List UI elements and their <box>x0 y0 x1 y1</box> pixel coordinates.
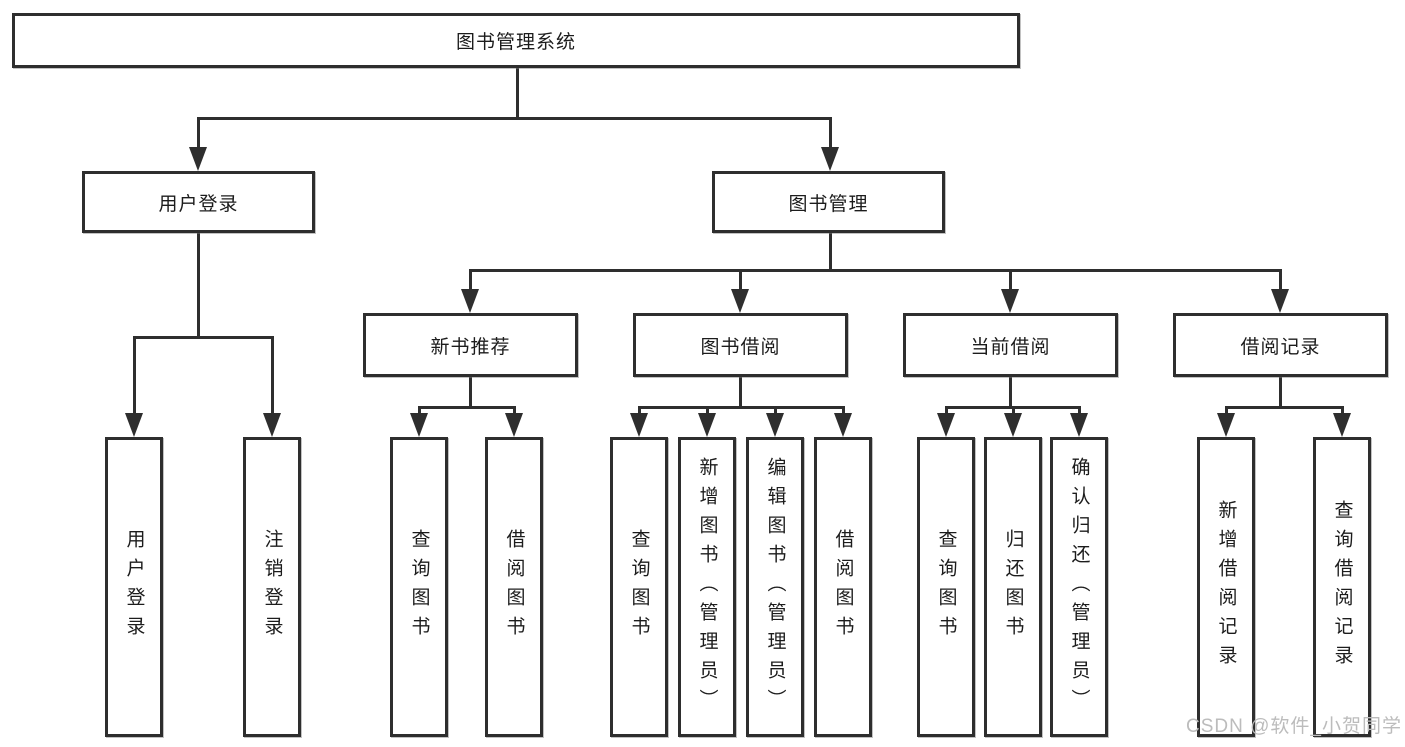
connector-line <box>1009 375 1012 409</box>
connector-line <box>133 336 274 339</box>
connector-line <box>638 406 845 409</box>
connector-line <box>418 406 516 409</box>
connector-line <box>739 375 742 409</box>
leaf-borrowing-borrow-books: 借阅图书 <box>814 437 872 737</box>
connector-line <box>1225 406 1228 418</box>
connector-line <box>1225 406 1344 409</box>
arrow-down-icon <box>1333 413 1351 437</box>
leaf-records-query-record: 查询借阅记录 <box>1313 437 1371 737</box>
node-book-management: 图书管理 <box>712 171 945 233</box>
connector-line <box>469 269 472 293</box>
node-new-book-recommend: 新书推荐 <box>363 313 578 377</box>
connector-line <box>774 406 777 418</box>
leaf-user-login: 用户登录 <box>105 437 163 737</box>
connector-line <box>842 406 845 418</box>
arrow-down-icon <box>125 413 143 437</box>
arrow-down-icon <box>410 413 428 437</box>
arrow-down-icon <box>937 413 955 437</box>
connector-line <box>133 336 136 416</box>
connector-line <box>469 375 472 409</box>
arrow-down-icon <box>630 413 648 437</box>
connector-line <box>829 231 832 272</box>
connector-line <box>829 117 832 153</box>
leaf-newbooks-borrow-books: 借阅图书 <box>485 437 543 737</box>
leaf-current-query-books: 查询图书 <box>917 437 975 737</box>
connector-line <box>706 406 709 418</box>
arrow-down-icon <box>1001 289 1019 313</box>
node-current-borrowing: 当前借阅 <box>903 313 1118 377</box>
connector-line <box>1009 269 1012 293</box>
leaf-borrowing-edit-books-admin: 编辑图书（管理员） <box>746 437 804 737</box>
node-root: 图书管理系统 <box>12 13 1020 68</box>
connector-line <box>197 231 200 339</box>
connector-line <box>1012 406 1015 418</box>
connector-line <box>945 406 948 418</box>
arrow-down-icon <box>263 413 281 437</box>
connector-line <box>197 117 200 153</box>
arrow-down-icon <box>1004 413 1022 437</box>
arrow-down-icon <box>698 413 716 437</box>
connector-line <box>469 269 1282 272</box>
watermark: CSDN @软件_小贺同学 <box>1186 716 1402 737</box>
arrow-down-icon <box>1217 413 1235 437</box>
arrow-down-icon <box>766 413 784 437</box>
connector-line <box>418 406 421 418</box>
node-user-login: 用户登录 <box>82 171 315 233</box>
leaf-borrowing-query-books: 查询图书 <box>610 437 668 737</box>
leaf-current-return-books: 归还图书 <box>984 437 1042 737</box>
leaf-newbooks-query-books: 查询图书 <box>390 437 448 737</box>
arrow-down-icon <box>505 413 523 437</box>
arrow-down-icon <box>821 147 839 171</box>
arrow-down-icon <box>461 289 479 313</box>
leaf-current-confirm-return-admin: 确认归还（管理员） <box>1050 437 1108 737</box>
connector-line <box>638 406 641 418</box>
connector-line <box>516 68 519 118</box>
connector-line <box>1078 406 1081 418</box>
connector-line <box>739 269 742 293</box>
connector-line <box>1279 375 1282 409</box>
connector-line <box>513 406 516 418</box>
arrow-down-icon <box>731 289 749 313</box>
leaf-logout: 注销登录 <box>243 437 301 737</box>
arrow-down-icon <box>834 413 852 437</box>
connector-line <box>1341 406 1344 418</box>
connector-line <box>1279 269 1282 293</box>
arrow-down-icon <box>1271 289 1289 313</box>
leaf-borrowing-add-books-admin: 新增图书（管理员） <box>678 437 736 737</box>
arrow-down-icon <box>1070 413 1088 437</box>
connector-line <box>197 117 832 120</box>
connector-line <box>271 336 274 416</box>
node-book-borrowing: 图书借阅 <box>633 313 848 377</box>
node-borrow-records: 借阅记录 <box>1173 313 1388 377</box>
leaf-records-add-record: 新增借阅记录 <box>1197 437 1255 737</box>
arrow-down-icon <box>189 147 207 171</box>
